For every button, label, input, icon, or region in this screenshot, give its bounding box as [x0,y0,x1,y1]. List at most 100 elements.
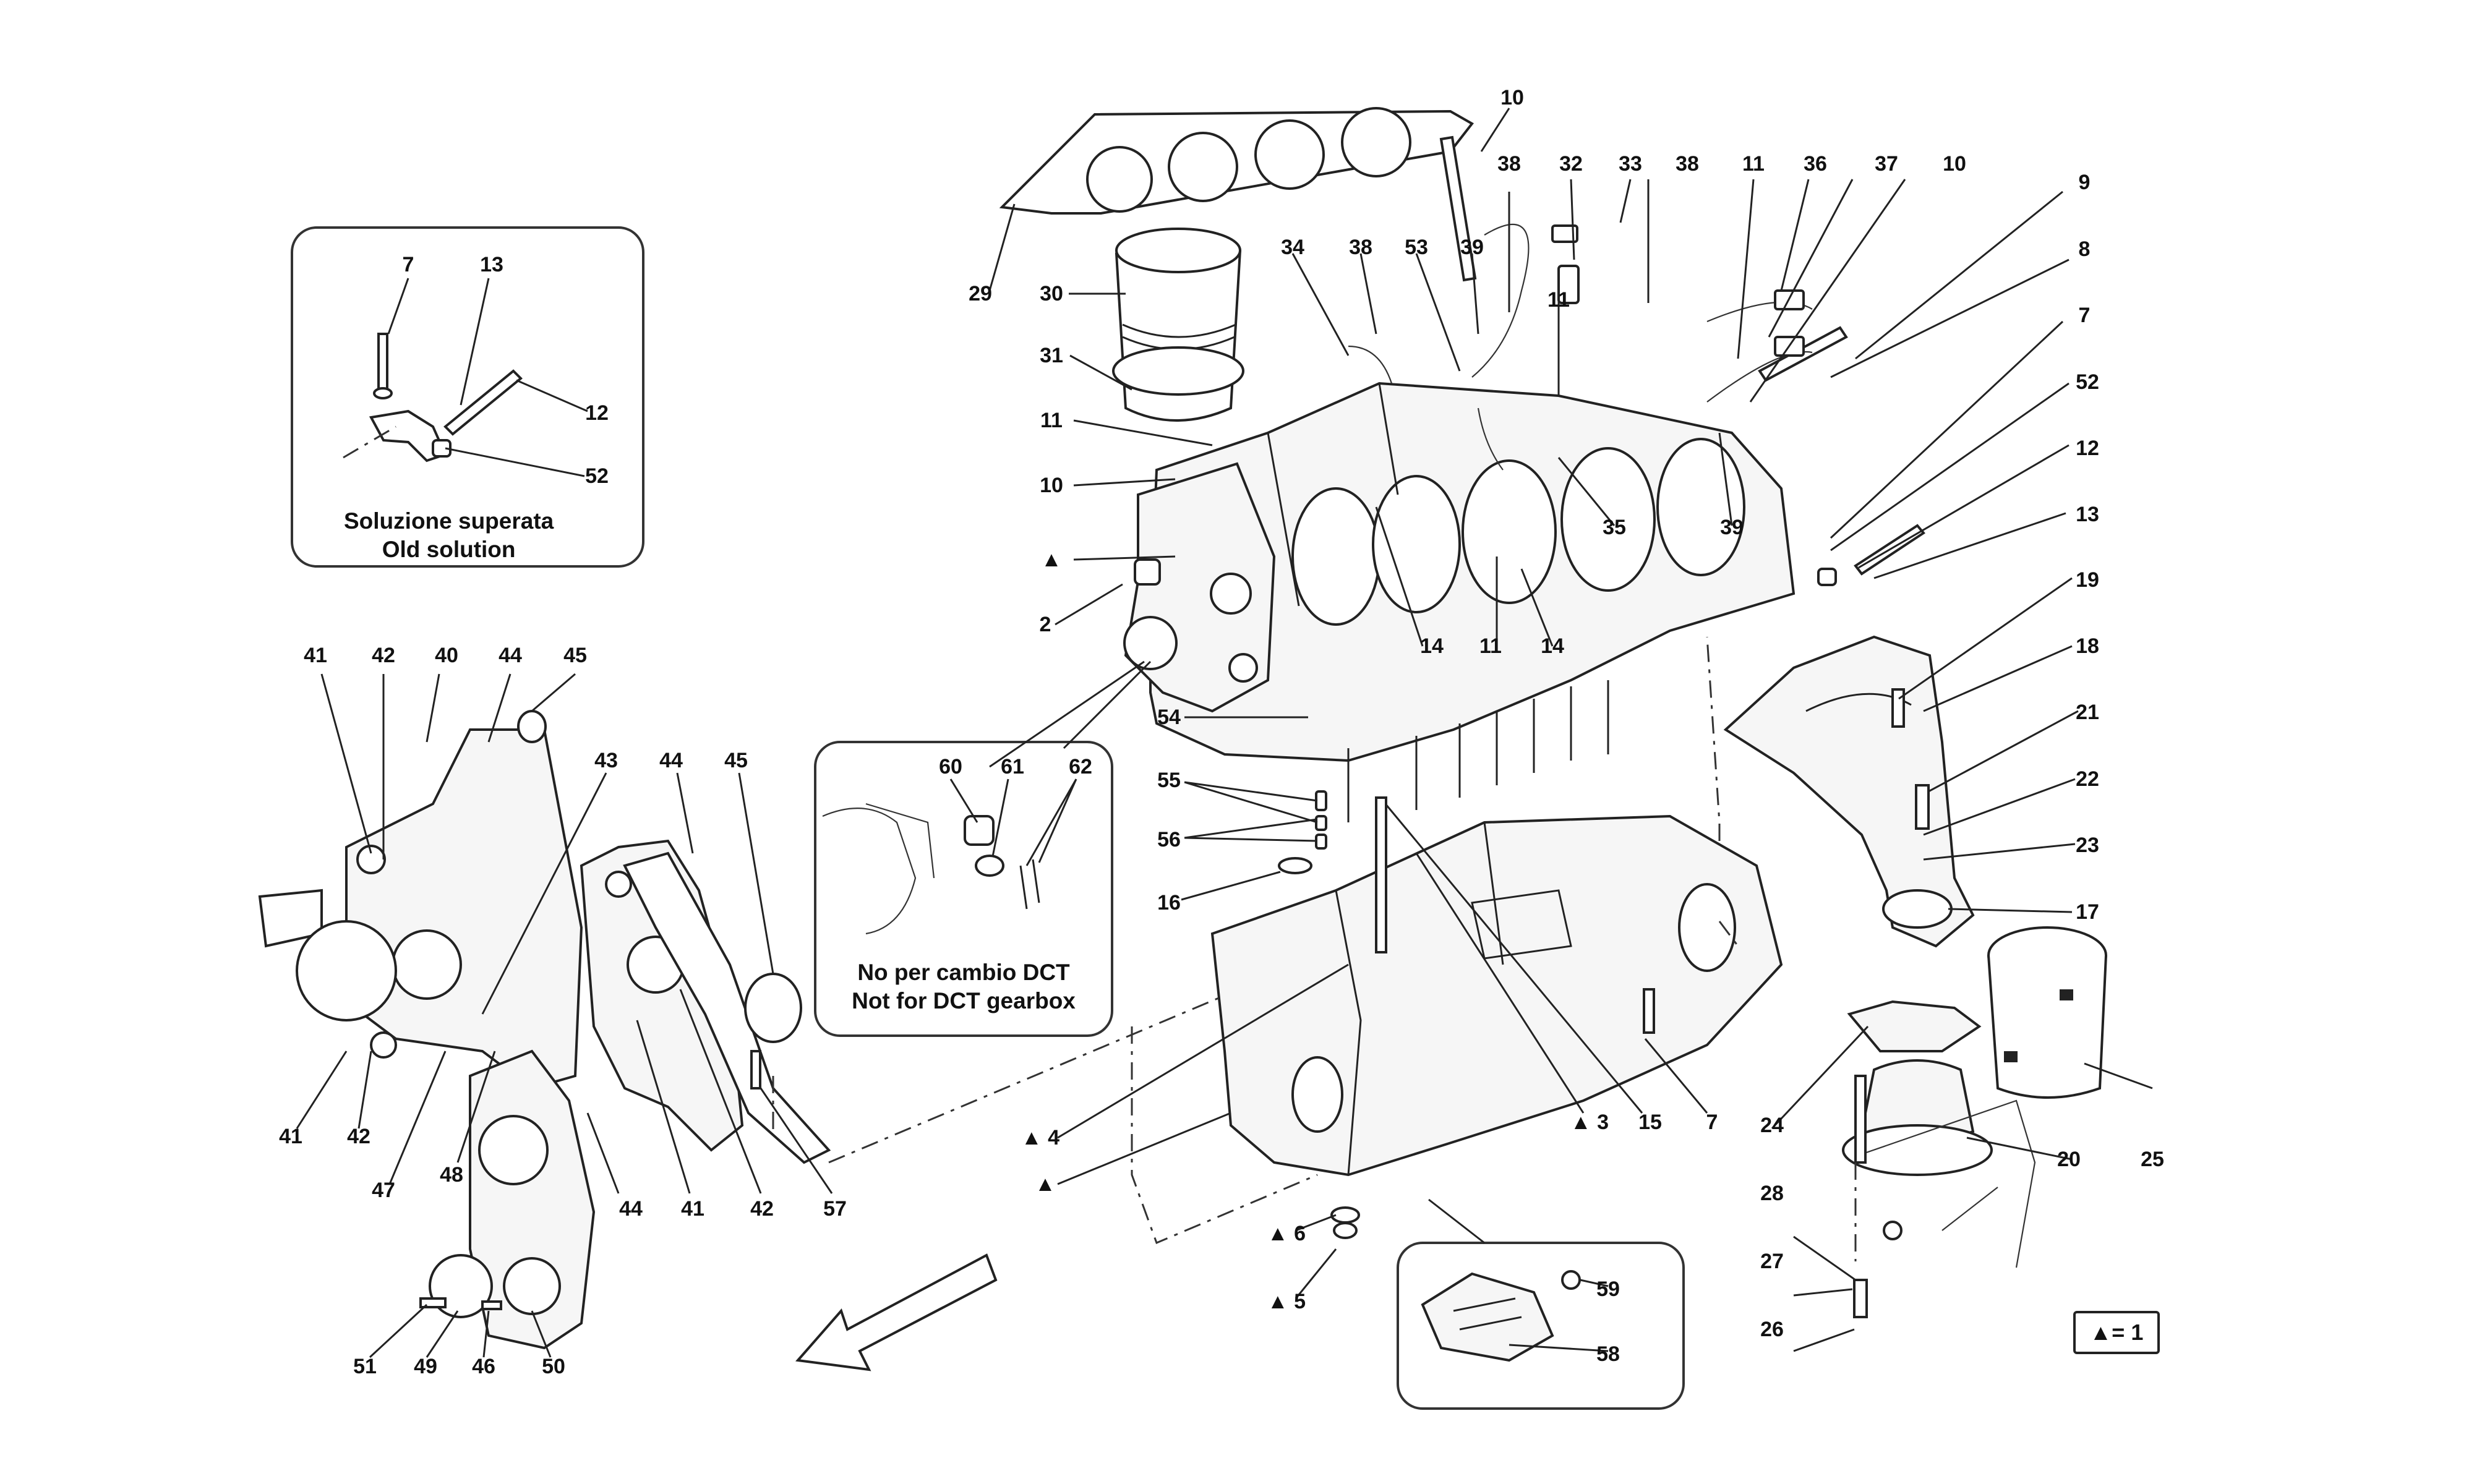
callout-label: 57 [823,1197,847,1221]
callout-label: 53 [1405,236,1428,259]
callout-label: 61 [1001,755,1024,778]
callout-label: 22 [2076,767,2099,791]
bolt-26 [1853,1279,1868,1318]
timing-cover-back [258,728,583,1090]
dct-inset-parts [822,803,1040,935]
callout-label: 31 [1040,344,1063,367]
callout-label: 10 [1943,152,1966,176]
callout-label: 26 [1760,1318,1784,1341]
triangle-marker-icon: ▲ [1035,1172,1056,1196]
callout-label: 47 [372,1179,395,1202]
engine-block [1149,382,1796,762]
engine-mount [1842,1000,2036,1268]
callout-label: 24 [1760,1114,1784,1137]
callout-label: 2 [1039,613,1051,636]
callout-label: 45 [563,644,587,667]
heat-shield [1987,926,2107,1099]
callout-label: 10 [1040,474,1063,497]
callout-label: 37 [1875,152,1898,176]
callout-label: 44 [619,1197,643,1221]
callout-label: 19 [2076,568,2099,592]
callout-label: 34 [1281,236,1304,259]
crankcase [1210,814,1783,1177]
dct-caption-it: No per cambio DCT [857,960,1070,985]
dct-inset [814,741,1113,1037]
small-hardware [1134,558,1360,1239]
callout-label: 11 [1742,152,1765,176]
callout-label: 7 [402,253,414,276]
main-bearing-bolt [1375,796,1387,953]
bolt-46 [481,1300,502,1310]
callout-label: 38 [1676,152,1699,176]
triangle-callout-3: ▲ 3 [1570,1111,1609,1134]
triangle-marker-icon: ▲ [1041,548,1062,571]
callout-label: 32 [1559,152,1583,176]
callout-label: 51 [353,1355,377,1378]
triangle-callout-5: ▲ 5 [1267,1290,1306,1313]
callout-label: 11 [1040,409,1063,432]
callout-label: 13 [480,253,503,276]
callout-label: 60 [939,755,962,778]
callout-label: 42 [372,644,395,667]
callout-label: 42 [750,1197,774,1221]
callout-label: 29 [969,282,992,305]
callout-label: 39 [1460,236,1484,259]
callout-label: 54 [1157,706,1181,729]
callout-label: 59 [1596,1277,1620,1301]
callout-label: 52 [2076,370,2099,394]
callout-label: 8 [2078,237,2091,261]
bolt-7 [1643,988,1655,1034]
mount-stud [1854,1075,1867,1164]
callout-label: 38 [1349,236,1372,259]
callout-label: 12 [585,401,609,425]
callout-label: 44 [499,644,522,667]
callout-label: 14 [1541,634,1564,658]
callout-label: 20 [2057,1148,2081,1171]
callout-label: 14 [1420,634,1444,658]
callout-label: 41 [304,644,327,667]
callout-label: 30 [1040,282,1063,305]
callout-label: 41 [279,1125,302,1148]
callout-label: 11 [1547,288,1570,312]
forward-arrow-icon [795,1253,998,1371]
callout-label: 35 [1603,516,1626,539]
callout-label: 9 [2078,171,2091,194]
engine-mount-arm [1723,635,1975,948]
head-studs [1347,680,1609,822]
oil-pump-cover [429,1049,596,1350]
triangle-callout-6: ▲ 6 [1267,1222,1306,1245]
old-solution-caption-en: Old solution [382,537,516,563]
callout-label: 44 [659,749,683,772]
callout-label: 12 [2076,437,2099,460]
callout-label: 56 [1157,828,1181,851]
alignment-line-2 [1131,1026,1318,1244]
timing-gasket [623,851,831,1164]
callout-label: 7 [1706,1111,1718,1134]
nut-13 [1817,568,1837,586]
o-ring-45-top [517,710,547,743]
callout-label: 48 [440,1163,463,1187]
cylinder-liner [1112,228,1244,422]
old-solution-inset [291,226,644,568]
callout-label: 58 [1596,1342,1620,1366]
baffle-inset-parts [1421,1270,1581,1362]
callout-label: 45 [724,749,748,772]
old-solution-bracket [343,333,523,463]
callout-label: 42 [347,1125,370,1148]
legend-box: ▲= 1 [2073,1311,2160,1354]
callout-label: 36 [1804,152,1827,176]
callout-label: 13 [2076,503,2099,526]
dct-caption: No per cambio DCT Not for DCT gearbox [809,958,1118,1016]
callout-label: 62 [1069,755,1092,778]
sensors-wiring [1348,223,1813,471]
callout-label: 39 [1720,516,1744,539]
callout-label: 28 [1760,1182,1784,1205]
o-ring-45 [744,973,802,1043]
callout-label: 50 [542,1355,565,1378]
bolt-19 [1891,688,1905,728]
callout-label: 38 [1497,152,1521,176]
triangle-callout-4: ▲ 4 [1021,1126,1060,1149]
callout-label: 43 [594,749,618,772]
callout-label: 15 [1638,1111,1662,1134]
